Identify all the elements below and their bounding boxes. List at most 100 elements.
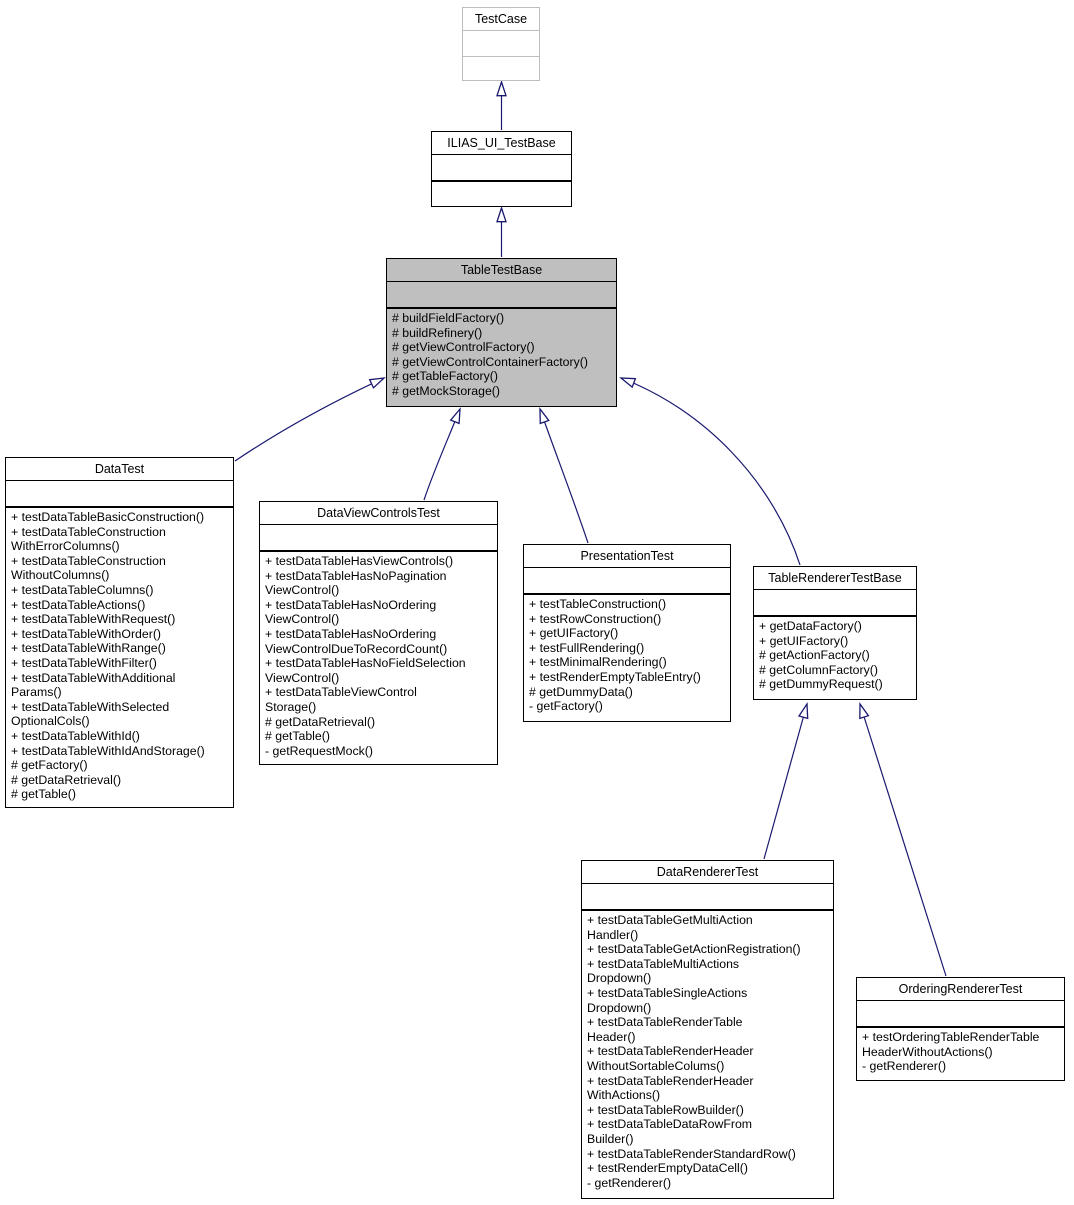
method-line: # getDummyData() — [529, 684, 633, 699]
class-title-datatest: DataTest — [6, 458, 233, 481]
method-line: + testRenderEmptyTableEntry() — [529, 669, 701, 684]
class-attrs-presentationtest — [524, 568, 730, 595]
method-line: # buildFieldFactory() — [392, 311, 505, 325]
method-line: + testDataTableColumns() — [11, 582, 154, 597]
class-title-datarenderertest: DataRendererTest — [582, 861, 833, 884]
method-line: + testDataTableSingleActions Dropdown() — [587, 985, 748, 1015]
class-title-presentationtest: PresentationTest — [524, 545, 730, 568]
method-line: + testFullRendering() — [529, 640, 645, 655]
method-line: + testDataTableWithAdditional Params() — [11, 670, 176, 700]
class-methods-testcase — [463, 57, 539, 80]
class-title-dataviewcontrolstest: DataViewControlsTest — [260, 502, 497, 525]
class-methods-ilias-ui-testbase — [432, 182, 571, 206]
class-title-tabletestbase: TableTestBase — [387, 259, 616, 282]
method-line: + testDataTableWithId() — [11, 728, 140, 743]
method-line: + testDataTableRowBuilder() — [587, 1102, 744, 1117]
edge-datatest-to-tabletestbase — [234, 377, 386, 462]
method-line: + testDataTableHasNoFieldSelection ViewC… — [265, 656, 466, 685]
method-line: + testDataTableWithOrder() — [11, 626, 162, 641]
edge-tablerenderer-to-tabletestbase — [619, 377, 801, 566]
method-line: # getDummyRequest() — [759, 677, 883, 692]
method-line: # getTable() — [11, 787, 76, 802]
method-line: # getDataRetrieval() — [265, 714, 376, 729]
method-line: + testDataTableBasicConstruction() — [11, 510, 205, 524]
method-line: + testDataTableWithRange() — [11, 641, 166, 656]
method-line: # getFactory() — [11, 758, 88, 773]
method-line: + testDataTableWithRequest() — [11, 612, 176, 627]
class-box-datatest[interactable]: DataTest + testDataTableBasicConstructio… — [5, 457, 234, 808]
method-line: # getViewControlFactory() — [392, 340, 535, 355]
class-box-orderingrenderertest[interactable]: OrderingRendererTest + testOrderingTable… — [856, 977, 1065, 1081]
class-methods-datarenderertest: + testDataTableGetMultiAction Handler()+… — [582, 911, 833, 1198]
method-line: + testDataTableActions() — [11, 597, 146, 612]
class-box-tablerenderertestbase[interactable]: TableRendererTestBase + getDataFactory()… — [753, 566, 917, 700]
method-line: + testDataTableConstruction WithoutColum… — [11, 553, 166, 583]
class-methods-presentationtest: + testTableConstruction()+ testRowConstr… — [524, 595, 730, 721]
method-line: + testRenderEmptyDataCell() — [587, 1161, 748, 1176]
class-attrs-orderingrenderertest — [857, 1001, 1064, 1028]
class-methods-tablerenderertestbase: + getDataFactory()+ getUIFactory()# getA… — [754, 617, 916, 699]
method-line: + testMinimalRendering() — [529, 655, 667, 670]
method-line: + testDataTableHasNoOrdering ViewControl… — [265, 597, 437, 627]
class-attrs-tabletestbase — [387, 282, 616, 309]
method-line: # getTableFactory() — [392, 369, 498, 384]
class-box-datarenderertest[interactable]: DataRendererTest + testDataTableGetMulti… — [581, 860, 834, 1199]
method-line: # getDataRetrieval() — [11, 772, 122, 787]
class-title-orderingrenderertest: OrderingRendererTest — [857, 978, 1064, 1001]
class-box-presentationtest[interactable]: PresentationTest + testTableConstruction… — [523, 544, 731, 722]
class-attrs-datatest — [6, 481, 233, 508]
method-line: + testDataTableDataRowFrom Builder() — [587, 1117, 753, 1146]
method-line: + testOrderingTableRenderTable HeaderWit… — [862, 1030, 1040, 1059]
method-line: - getRenderer() — [862, 1059, 947, 1074]
method-line: + getUIFactory() — [529, 626, 619, 641]
method-line: # getActionFactory() — [759, 648, 870, 663]
class-box-tabletestbase: TableTestBase # buildFieldFactory()# bui… — [386, 258, 617, 407]
class-methods-tabletestbase: # buildFieldFactory()# buildRefinery()# … — [387, 309, 616, 406]
method-line: + testDataTableWithIdAndStorage() — [11, 743, 205, 758]
method-line: + testDataTableRenderHeader WithoutSorta… — [587, 1044, 754, 1073]
method-line: + testDataTableRenderHeader WithActions(… — [587, 1073, 754, 1103]
edge-datarenderer-to-tablerenderer — [763, 701, 809, 860]
method-line: + testDataTableViewControl Storage() — [265, 685, 417, 714]
method-line: + testDataTableGetActionRegistration() — [587, 942, 801, 957]
method-line: + testDataTableHasNoPagination ViewContr… — [265, 568, 447, 598]
class-attrs-tablerenderertestbase — [754, 590, 916, 617]
method-line: + testDataTableHasNoOrdering ViewControl… — [265, 626, 448, 656]
class-attrs-testcase — [463, 31, 539, 57]
class-title-ilias-ui-testbase: ILIAS_UI_TestBase — [432, 132, 571, 155]
method-line: # getTable() — [265, 729, 330, 744]
class-methods-orderingrenderertest: + testOrderingTableRenderTable HeaderWit… — [857, 1028, 1064, 1080]
method-line: + testRowConstruction() — [529, 611, 662, 626]
method-line: + testTableConstruction() — [529, 597, 667, 611]
class-methods-dataviewcontrolstest: + testDataTableHasViewControls()+ testDa… — [260, 552, 497, 764]
method-line: + testDataTableWithSelected OptionalCols… — [11, 699, 170, 729]
method-line: - getRequestMock() — [265, 743, 373, 758]
method-line: # getMockStorage() — [392, 383, 500, 398]
edge-dataviewcontrols-to-tabletestbase — [423, 407, 461, 501]
method-line: - getRenderer() — [587, 1175, 672, 1190]
method-line: + testDataTableHasViewControls() — [265, 554, 454, 568]
class-box-dataviewcontrolstest[interactable]: DataViewControlsTest + testDataTableHasV… — [259, 501, 498, 765]
edge-presentation-to-tabletestbase — [539, 407, 589, 544]
class-title-testcase: TestCase — [463, 8, 539, 31]
method-line: + testDataTableRenderTable Header() — [587, 1015, 743, 1044]
method-line: + getDataFactory() — [759, 619, 862, 633]
method-line: + testDataTableRenderStandardRow() — [587, 1146, 796, 1161]
method-line: + getUIFactory() — [759, 633, 849, 648]
method-line: + testDataTableWithFilter() — [11, 655, 157, 670]
method-line: # getViewControlContainerFactory() — [392, 354, 588, 369]
method-line: - getFactory() — [529, 699, 603, 714]
method-line: # getColumnFactory() — [759, 662, 878, 677]
class-box-testcase: TestCase — [462, 7, 540, 81]
edge-ordering-to-tablerenderer — [859, 702, 947, 977]
class-attrs-dataviewcontrolstest — [260, 525, 497, 552]
method-line: + testDataTableGetMultiAction Handler() — [587, 913, 753, 942]
class-attrs-ilias-ui-testbase — [432, 155, 571, 182]
class-attrs-datarenderertest — [582, 884, 833, 911]
class-methods-datatest: + testDataTableBasicConstruction()+ test… — [6, 508, 233, 807]
class-box-ilias-ui-testbase[interactable]: ILIAS_UI_TestBase — [431, 131, 572, 207]
method-line: # buildRefinery() — [392, 325, 483, 340]
method-line: + testDataTableConstruction WithErrorCol… — [11, 524, 166, 554]
class-title-tablerenderertestbase: TableRendererTestBase — [754, 567, 916, 590]
